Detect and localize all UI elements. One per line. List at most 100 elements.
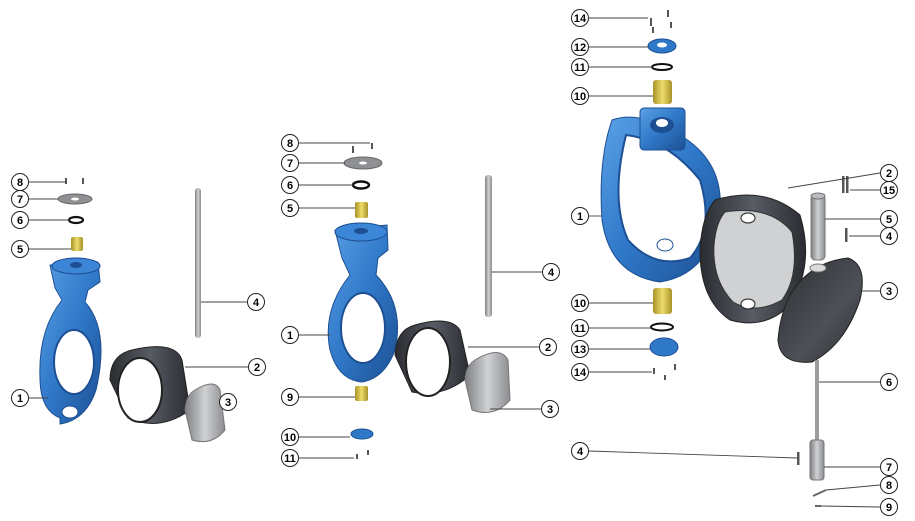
callout-number: 14 bbox=[574, 367, 587, 379]
callout-number: 5 bbox=[287, 203, 293, 215]
key-part bbox=[845, 228, 848, 242]
callout-number: 11 bbox=[574, 62, 586, 74]
callout-circle bbox=[11, 240, 29, 258]
callout-number: 5 bbox=[886, 214, 892, 226]
disc-part bbox=[777, 257, 863, 363]
callout-number: 10 bbox=[284, 432, 296, 444]
callout-number: 12 bbox=[574, 42, 586, 54]
callout-circle bbox=[571, 207, 589, 225]
callout-number: 5 bbox=[17, 244, 23, 256]
callout-circle bbox=[571, 442, 589, 460]
bottom-screw-part bbox=[356, 454, 358, 459]
key-lower-part bbox=[797, 452, 800, 465]
callout-number: 14 bbox=[574, 13, 587, 25]
callout-number: 8 bbox=[886, 480, 892, 492]
pin-lower-part bbox=[812, 489, 827, 497]
callout-number: 1 bbox=[577, 211, 583, 223]
callout-circle bbox=[281, 326, 299, 344]
callout-leader-line bbox=[820, 505, 881, 508]
callout-number: 15 bbox=[883, 185, 895, 197]
callout-number: 1 bbox=[287, 330, 293, 342]
callout-number: 6 bbox=[287, 180, 293, 192]
callout-circle bbox=[281, 388, 299, 406]
callout-circle bbox=[571, 294, 589, 312]
callout-number: 7 bbox=[886, 462, 892, 474]
callout-number: 3 bbox=[886, 286, 892, 298]
callout-number: 3 bbox=[225, 397, 231, 409]
disc-part bbox=[184, 383, 226, 443]
callout-number: 9 bbox=[886, 502, 892, 514]
upper-stem-part bbox=[810, 194, 826, 261]
callout-circle bbox=[281, 199, 299, 217]
lower-shaft-part bbox=[815, 360, 819, 440]
callout-number: 1 bbox=[17, 393, 23, 405]
callout-circle bbox=[281, 134, 299, 152]
callout-leader-line bbox=[825, 484, 881, 491]
bushing-top-part bbox=[355, 202, 368, 218]
callout-circle bbox=[880, 373, 898, 391]
callout-circle bbox=[539, 338, 557, 356]
stem-part bbox=[485, 175, 492, 317]
callout-circle bbox=[880, 476, 898, 494]
callout-number: 11 bbox=[284, 453, 296, 465]
callout-circle bbox=[542, 263, 560, 281]
callout-circle bbox=[571, 87, 589, 105]
callout-number: 7 bbox=[17, 194, 23, 206]
bottom-cap-part bbox=[350, 428, 374, 440]
callout-circle bbox=[571, 9, 589, 27]
callout-number: 4 bbox=[253, 297, 260, 309]
screw-part bbox=[352, 146, 354, 153]
callout-number: 7 bbox=[287, 158, 293, 170]
callout-circle bbox=[248, 358, 266, 376]
callout-leader-line bbox=[588, 450, 798, 459]
screw-part bbox=[65, 178, 67, 184]
valve-left-parts bbox=[39, 178, 226, 443]
callout-number: 6 bbox=[886, 377, 892, 389]
callout-number: 2 bbox=[886, 168, 892, 180]
pin-part bbox=[842, 176, 845, 193]
callout-circle bbox=[281, 176, 299, 194]
callout-number: 11 bbox=[574, 323, 586, 335]
callout-number: 13 bbox=[574, 344, 586, 356]
disc-part bbox=[464, 352, 511, 413]
callout-circle bbox=[571, 58, 589, 76]
callout-circle bbox=[880, 227, 898, 245]
callout-circle bbox=[880, 282, 898, 300]
bottom-cover-part bbox=[649, 337, 679, 357]
callout-number: 2 bbox=[545, 342, 551, 354]
callout-circle bbox=[247, 293, 265, 311]
washer-part bbox=[815, 505, 821, 507]
bottom-o-ring-part bbox=[650, 322, 674, 332]
callout-circle bbox=[571, 319, 589, 337]
top-bushing-part bbox=[653, 80, 672, 104]
valve-right-parts bbox=[600, 10, 863, 507]
callout-circle bbox=[281, 428, 299, 446]
callout-circle bbox=[541, 400, 559, 418]
callout-circle bbox=[281, 449, 299, 467]
o-ring-part bbox=[67, 215, 85, 225]
callout-number: 8 bbox=[287, 138, 293, 150]
callout-circle bbox=[219, 393, 237, 411]
stem-part bbox=[195, 188, 201, 338]
callout-circle bbox=[11, 389, 29, 407]
valve-middle-parts bbox=[327, 143, 511, 459]
bushing-bottom-part bbox=[355, 386, 368, 401]
top-o-ring-part bbox=[651, 63, 673, 71]
top-screw-part bbox=[650, 18, 652, 26]
callout-circle bbox=[880, 181, 898, 199]
callout-number: 6 bbox=[17, 215, 23, 227]
bottom-screw-part bbox=[653, 368, 655, 374]
callout-number: 10 bbox=[574, 91, 586, 103]
callout-circle bbox=[281, 154, 299, 172]
bottom-bushing-part bbox=[653, 288, 672, 314]
callout-number: 4 bbox=[548, 267, 555, 279]
callout-number: 2 bbox=[254, 362, 260, 374]
callout-circle bbox=[11, 211, 29, 229]
callout-circle bbox=[571, 363, 589, 381]
